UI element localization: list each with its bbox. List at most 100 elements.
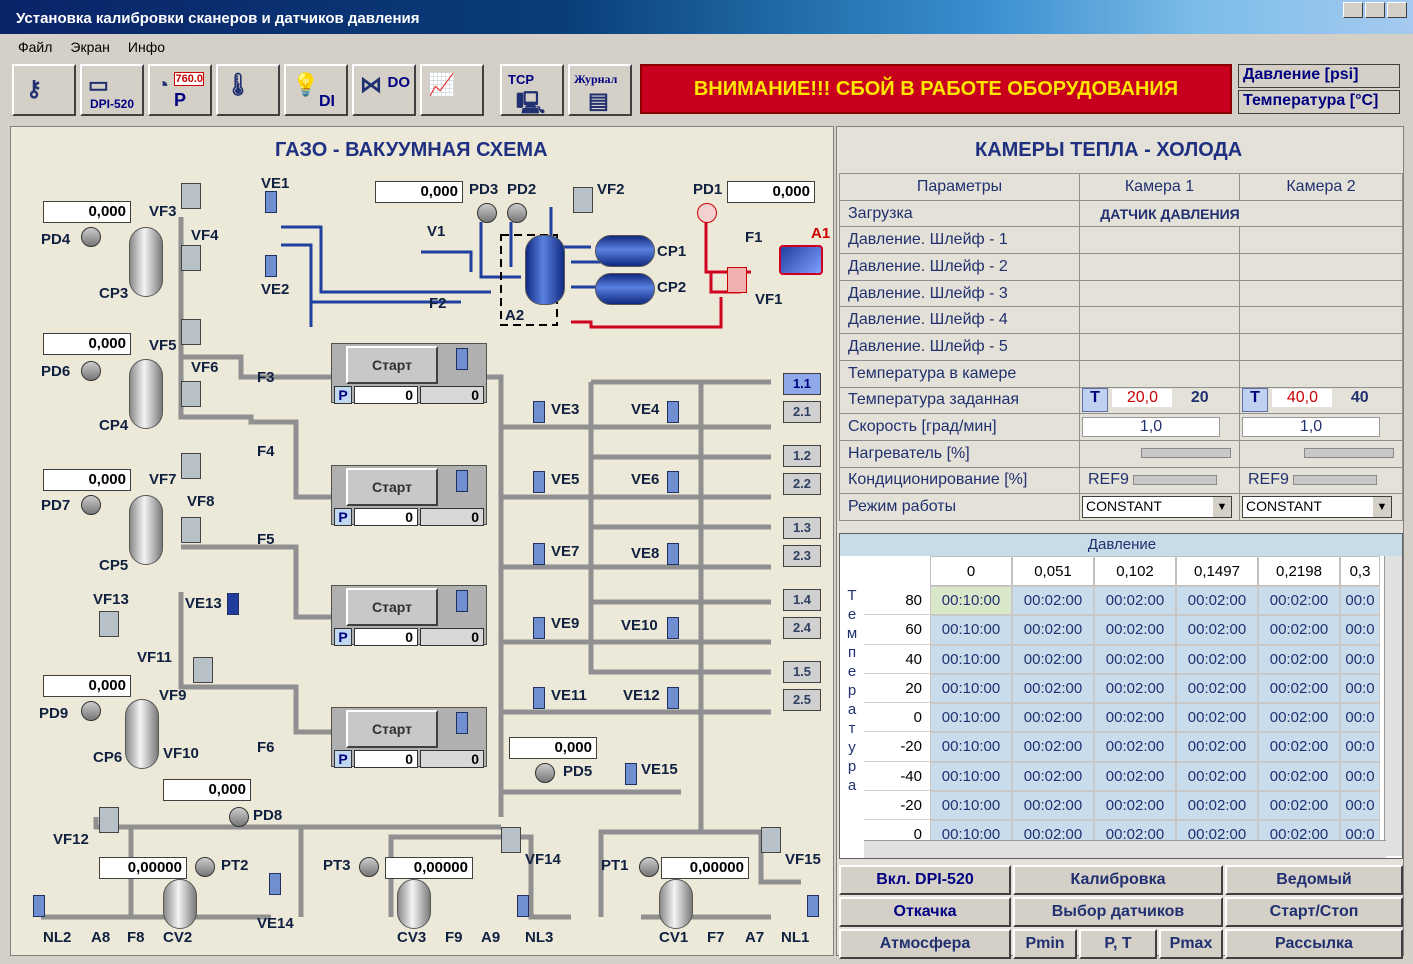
cam2-mode-select[interactable]: CONSTANT [1242, 496, 1392, 519]
ve14-actuator[interactable] [269, 873, 281, 895]
grid-cell[interactable]: 00:02:00 [1094, 615, 1176, 645]
grid-cell[interactable]: 00:02:00 [1012, 703, 1094, 733]
menu-screen[interactable]: Экран [70, 39, 110, 55]
ve5-actuator[interactable] [533, 471, 545, 493]
loop-3-cam2[interactable] [1239, 279, 1403, 308]
vf15-valve[interactable] [761, 827, 781, 853]
grid-cell[interactable]: 00:02:00 [1094, 644, 1176, 674]
grid-cell[interactable]: 00:02:00 [1094, 791, 1176, 821]
loop-2-cam2[interactable] [1239, 253, 1403, 281]
port-2-3[interactable]: 2.3 [783, 545, 821, 567]
grid-cell[interactable]: 00:02:00 [1012, 673, 1094, 704]
tcp-button[interactable]: TCP🖳 [500, 64, 564, 116]
loop-5-cam2[interactable] [1239, 333, 1403, 361]
pmax-button[interactable]: Pmax [1159, 929, 1223, 959]
grid-cell[interactable]: 00:02:00 [1176, 703, 1258, 733]
cam1-temp-set-input[interactable]: 20,0 [1112, 389, 1173, 408]
cam1-speed-spinner[interactable]: 1,0 [1082, 417, 1220, 438]
grid-cell[interactable]: 00:02:00 [1176, 732, 1258, 762]
vf6-valve[interactable] [181, 381, 201, 407]
grid-cell[interactable]: 00:02:00 [1176, 791, 1258, 821]
minimize-button[interactable] [1343, 2, 1363, 18]
grid-cell[interactable]: 00:02:00 [1094, 761, 1176, 792]
ve3-actuator[interactable] [533, 401, 545, 423]
a1-device[interactable] [779, 245, 823, 275]
dpi-on-button[interactable]: Вкл. DPI-520 [839, 865, 1011, 895]
grid-cell[interactable]: 00:0 [1340, 644, 1380, 674]
ve2-actuator[interactable] [265, 255, 277, 277]
calibration-button[interactable]: Калибровка [1013, 865, 1223, 895]
dpi-button[interactable]: ▭DPI-520 [80, 64, 144, 116]
grid-cell[interactable]: 00:02:00 [1176, 673, 1258, 704]
grid-cell[interactable]: 00:02:00 [1258, 732, 1340, 762]
chamber-3-actuator[interactable] [456, 590, 468, 612]
loop-4-cam1[interactable] [1079, 306, 1240, 335]
vf5-valve[interactable] [181, 319, 201, 345]
grid-cell[interactable]: 00:10:00 [930, 761, 1012, 792]
chamber-1-start-button[interactable]: Старт [346, 346, 438, 384]
loop-3-cam1[interactable] [1079, 279, 1240, 308]
grid-cell[interactable]: 00:02:00 [1258, 673, 1340, 704]
ve12-actuator[interactable] [667, 687, 679, 709]
grid-cell[interactable]: 00:10:00 [930, 703, 1012, 733]
grid-cell[interactable]: 00:0 [1340, 761, 1380, 792]
chamber-2-actuator[interactable] [456, 470, 468, 492]
key-button[interactable]: ⚷ [12, 64, 76, 116]
port-1-4[interactable]: 1.4 [783, 589, 821, 611]
di-button[interactable]: 💡DI [284, 64, 348, 116]
chamber-4-actuator[interactable] [456, 712, 468, 734]
nl2-actuator[interactable] [33, 895, 45, 917]
port-1-5[interactable]: 1.5 [783, 661, 821, 683]
do-button[interactable]: ⋈DO [352, 64, 416, 116]
grid-vertical-scrollbar[interactable] [1384, 556, 1402, 856]
grid-cell[interactable]: 00:02:00 [1258, 791, 1340, 821]
grid-cell[interactable]: 00:02:00 [1258, 586, 1340, 616]
units-pressure[interactable]: Давление [psi] [1238, 64, 1400, 88]
grid-cell[interactable]: 00:02:00 [1012, 615, 1094, 645]
cam2-t-button[interactable]: T [1242, 388, 1268, 413]
maximize-button[interactable] [1365, 2, 1385, 18]
chamber-1-actuator[interactable] [456, 348, 468, 370]
grid-cell[interactable]: 00:02:00 [1094, 673, 1176, 704]
nl3-actuator[interactable] [517, 895, 529, 917]
grid-cell[interactable]: 00:10:00 [930, 732, 1012, 762]
vf4-valve[interactable] [181, 245, 201, 271]
ve10-actuator[interactable] [667, 617, 679, 639]
chamber-2-start-button[interactable]: Старт [346, 468, 438, 506]
grid-cell[interactable]: 00:02:00 [1258, 703, 1340, 733]
select-sensors-button[interactable]: Выбор датчиков [1013, 897, 1223, 927]
grid-cell[interactable]: 00:02:00 [1176, 615, 1258, 645]
ve1-actuator[interactable] [265, 191, 277, 213]
port-2-4[interactable]: 2.4 [783, 617, 821, 639]
grid-cell[interactable]: 00:0 [1340, 615, 1380, 645]
grid-cell[interactable]: 00:02:00 [1258, 644, 1340, 674]
pump-button[interactable]: Откачка [839, 897, 1011, 927]
grid-cell[interactable]: 00:02:00 [1094, 586, 1176, 616]
port-2-5[interactable]: 2.5 [783, 689, 821, 711]
grid-cell[interactable]: 00:10:00 [930, 673, 1012, 704]
vf13-valve[interactable] [99, 611, 119, 637]
ve6-actuator[interactable] [667, 471, 679, 493]
grid-cell[interactable]: 00:02:00 [1258, 615, 1340, 645]
loop-1-cam1[interactable] [1079, 226, 1240, 255]
vf11-valve[interactable] [193, 657, 213, 683]
grid-cell[interactable]: 00:02:00 [1012, 732, 1094, 762]
chamber-4-start-button[interactable]: Старт [346, 710, 438, 748]
chamber-3-start-button[interactable]: Старт [346, 588, 438, 626]
slave-button[interactable]: Ведомый [1225, 865, 1403, 895]
pmin-button[interactable]: Pmin [1013, 929, 1077, 959]
ve7-actuator[interactable] [533, 543, 545, 565]
cam1-t-button[interactable]: T [1082, 388, 1108, 413]
vf12-valve[interactable] [99, 807, 119, 833]
vf3-valve[interactable] [181, 183, 201, 209]
grid-cell[interactable]: 00:02:00 [1094, 732, 1176, 762]
ve4-actuator[interactable] [667, 401, 679, 423]
vf2-valve[interactable] [573, 187, 593, 213]
grid-cell[interactable]: 00:0 [1340, 586, 1380, 616]
ve8-actuator[interactable] [667, 543, 679, 565]
port-1-3[interactable]: 1.3 [783, 517, 821, 539]
grid-cell[interactable]: 00:02:00 [1176, 644, 1258, 674]
nl1-actuator[interactable] [807, 895, 819, 917]
port-2-2[interactable]: 2.2 [783, 473, 821, 495]
ve15-actuator[interactable] [625, 763, 637, 785]
